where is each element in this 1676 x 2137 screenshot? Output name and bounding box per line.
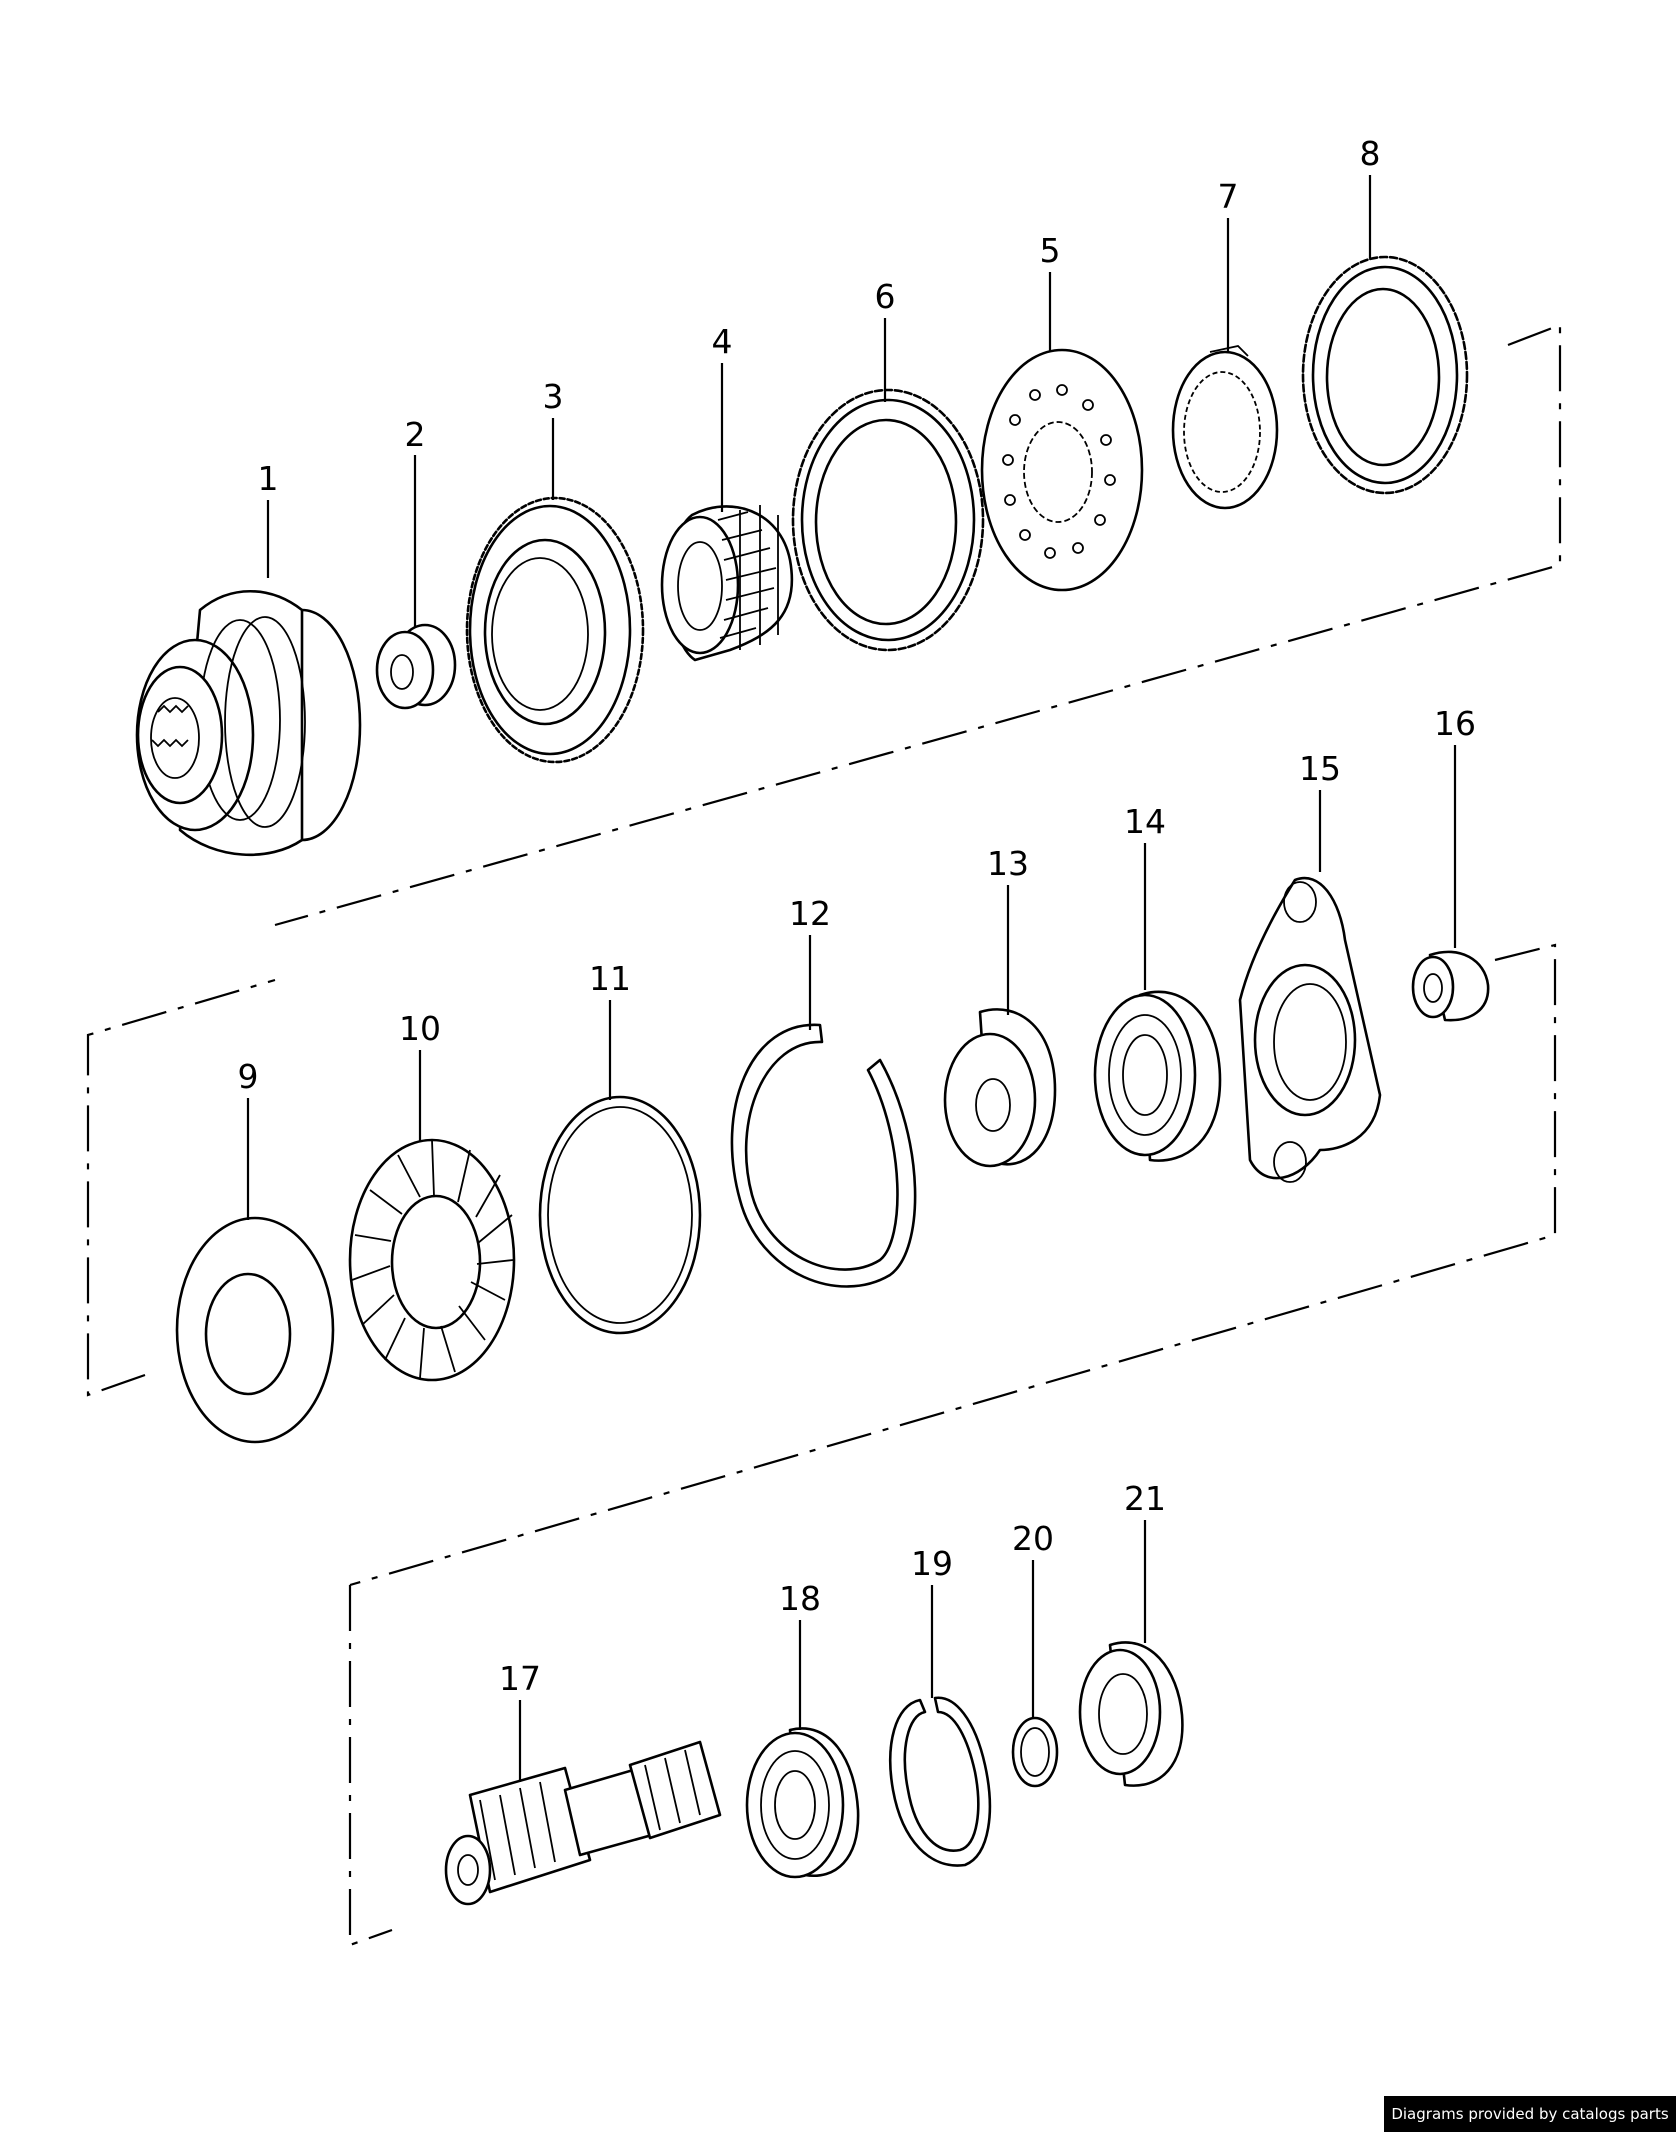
leader-lines [246, 175, 1457, 1782]
part-2-bushing [375, 623, 457, 710]
callout-5: 5 [1040, 231, 1061, 270]
part-5-perforated-plate [980, 348, 1144, 592]
callout-3: 3 [543, 377, 564, 416]
callout-19: 19 [911, 1544, 953, 1583]
callout-17: 17 [499, 1659, 541, 1698]
part-14-ball-bearing [1093, 990, 1222, 1162]
part-11-ring [538, 1095, 702, 1335]
callout-1: 1 [258, 459, 279, 498]
part-3-gear-ring [465, 496, 645, 764]
callout-15: 15 [1299, 749, 1341, 788]
part-21-seal-ring [1078, 1641, 1184, 1787]
callout-8: 8 [1360, 134, 1381, 173]
callout-13: 13 [987, 844, 1029, 883]
callout-4: 4 [712, 322, 733, 361]
callout-labels: 1 2 3 4 5 6 7 8 9 10 11 12 13 14 15 16 1… [238, 134, 1477, 1698]
callout-6: 6 [875, 277, 896, 316]
part-15-bearing-flange [1238, 876, 1382, 1183]
part-12-snap-ring [730, 1023, 917, 1288]
callout-11: 11 [589, 959, 631, 998]
callout-21: 21 [1124, 1479, 1166, 1518]
callout-10: 10 [399, 1009, 441, 1048]
part-7-inner-toothed-ring [1171, 345, 1279, 510]
callout-20: 20 [1012, 1519, 1054, 1558]
part-17-splined-shaft [444, 1740, 722, 1906]
part-4-needle-bearing [660, 505, 794, 662]
part-10-friction-washer [348, 1138, 516, 1382]
part-19-circlip [889, 1696, 992, 1867]
callout-7: 7 [1218, 177, 1239, 216]
part-8-toothed-disc [1301, 255, 1469, 495]
group-outline-bottom [348, 1585, 393, 1947]
callout-16: 16 [1434, 704, 1476, 743]
part-16-small-bushing [1411, 950, 1490, 1022]
callout-12: 12 [789, 894, 831, 933]
part-20-small-circlip [1011, 1716, 1059, 1788]
group-outline-middle [86, 943, 1557, 1587]
callout-18: 18 [779, 1579, 821, 1618]
callout-9: 9 [238, 1057, 259, 1096]
part-6-clutch-disc [791, 388, 985, 652]
callout-2: 2 [405, 415, 426, 454]
credit-banner: Diagrams provided by catalogs parts [1384, 2096, 1676, 2132]
part-18-ball-bearing [745, 1727, 860, 1879]
part-1-drum-housing [135, 590, 362, 857]
part-9-washer [175, 1216, 335, 1444]
group-outline-top [274, 323, 1562, 927]
callout-14: 14 [1124, 802, 1166, 841]
part-13-flanged-bushing [943, 1008, 1057, 1168]
